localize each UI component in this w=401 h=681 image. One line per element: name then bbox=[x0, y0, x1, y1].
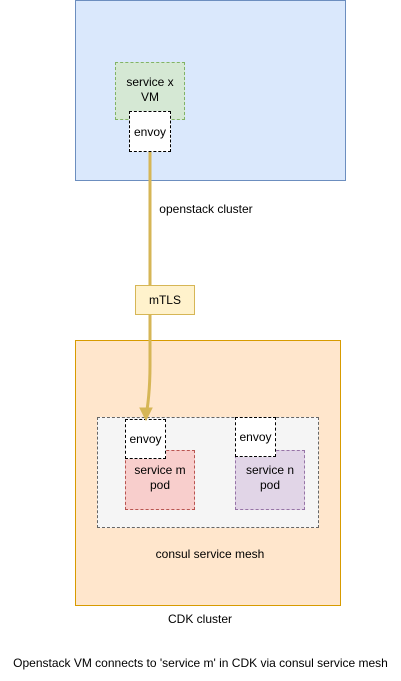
service-x-vm-node[interactable]: service x VM bbox=[115, 62, 185, 120]
mtls-label: mTLS bbox=[148, 293, 181, 307]
service-n-pod-label: service n pod bbox=[245, 463, 295, 492]
envoy-openstack-node[interactable]: envoy bbox=[129, 111, 171, 152]
envoy-service-m-node[interactable]: envoy bbox=[125, 419, 166, 459]
diagram-caption: Openstack VM connects to 'service m' in … bbox=[13, 656, 388, 670]
service-x-vm-label: service x VM bbox=[126, 75, 174, 104]
envoy-service-n-node[interactable]: envoy bbox=[235, 417, 276, 457]
service-n-pod-node[interactable]: service n pod bbox=[235, 450, 305, 510]
cdk-cluster-label: CDK cluster bbox=[167, 612, 232, 626]
consul-service-mesh-label: consul service mesh bbox=[155, 547, 265, 561]
envoy-service-n-label: envoy bbox=[239, 430, 272, 444]
mtls-label-box[interactable]: mTLS bbox=[135, 285, 195, 315]
service-m-pod-node[interactable]: service m pod bbox=[125, 450, 195, 510]
envoy-service-m-label: envoy bbox=[129, 432, 162, 446]
envoy-openstack-label: envoy bbox=[133, 124, 167, 139]
service-m-pod-label: service m pod bbox=[134, 463, 186, 492]
openstack-cluster-label: openstack cluster bbox=[159, 202, 253, 216]
